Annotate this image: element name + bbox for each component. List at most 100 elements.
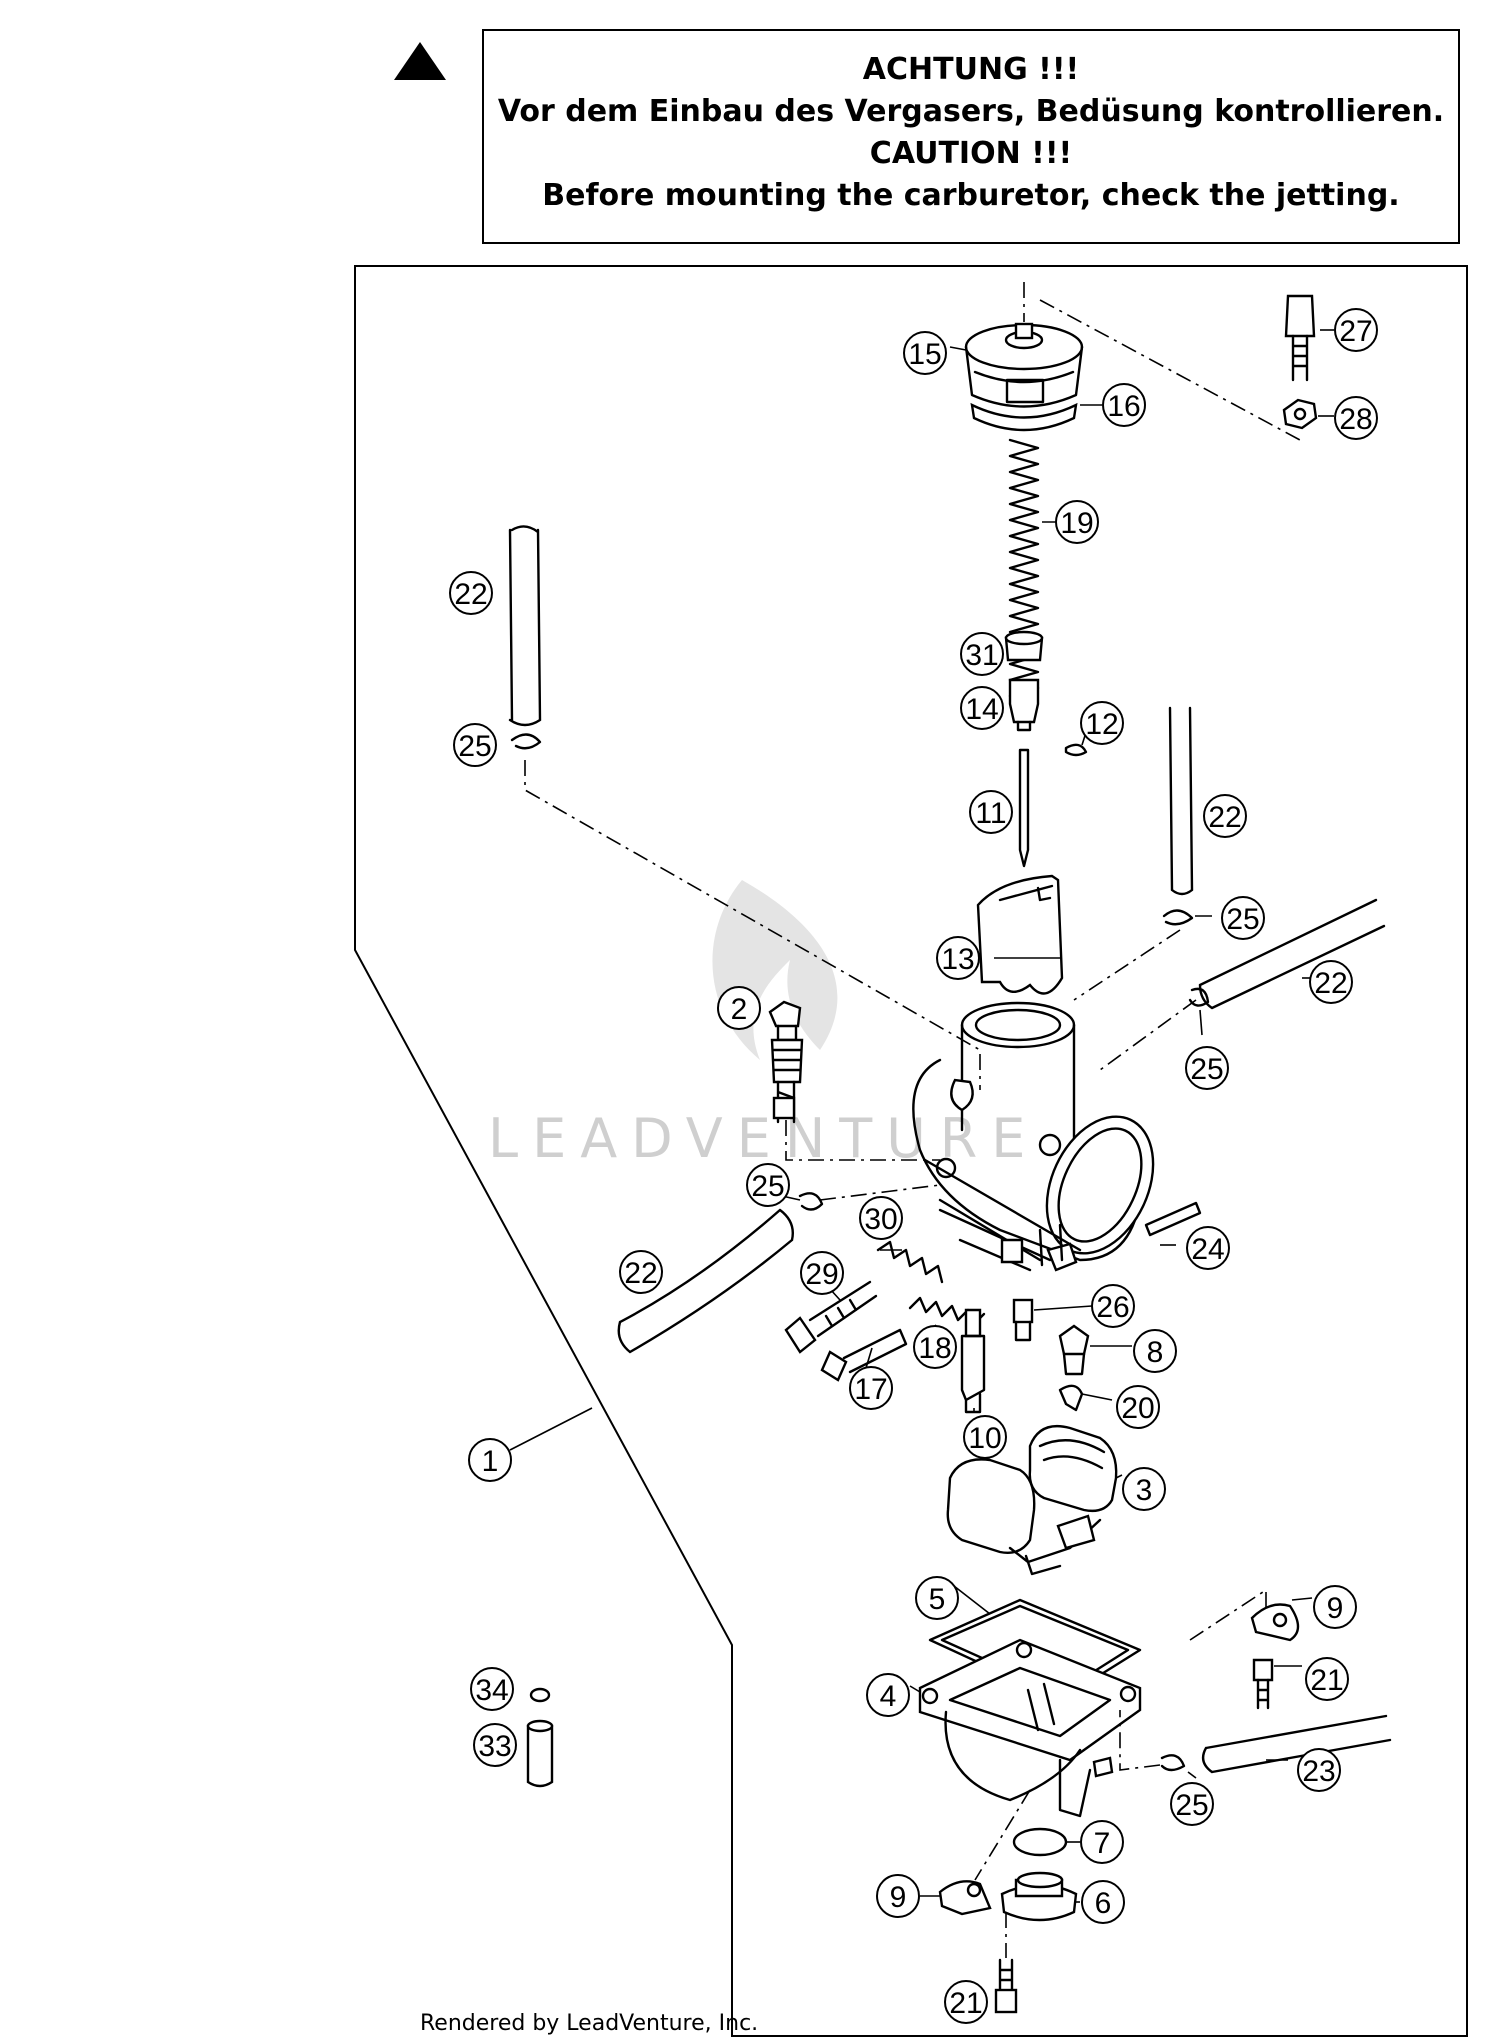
callout-c25a: 25 — [453, 723, 497, 767]
idle-spring — [876, 1240, 944, 1284]
choke-plunger — [768, 1000, 804, 1124]
throttle-stop-screw — [784, 1280, 878, 1354]
hose-clip-25d — [798, 1192, 824, 1211]
svg-text:22: 22 — [1314, 967, 1347, 1000]
svg-text:25: 25 — [1190, 1053, 1223, 1086]
callout-c10: 10 — [963, 1415, 1007, 1459]
throttle-slide — [976, 874, 1064, 995]
svg-text:15: 15 — [908, 338, 941, 371]
svg-text:24: 24 — [1191, 1233, 1224, 1266]
svg-text:31: 31 — [965, 639, 998, 672]
callout-c34: 34 — [470, 1667, 514, 1711]
choke-rod — [1144, 1201, 1202, 1237]
warning-triangle-icon — [394, 42, 446, 80]
callout-c9a: 9 — [1313, 1585, 1357, 1629]
carb-top-cap — [964, 322, 1084, 432]
callout-c11: 11 — [969, 790, 1013, 834]
callout-c13: 13 — [936, 936, 980, 980]
svg-text:23: 23 — [1302, 1755, 1335, 1788]
callout-c6: 6 — [1081, 1880, 1125, 1924]
callout-c25e: 25 — [1170, 1782, 1214, 1826]
svg-text:34: 34 — [475, 1674, 508, 1707]
callout-c25b: 25 — [1221, 896, 1265, 940]
svg-text:5: 5 — [929, 1583, 946, 1616]
warning-line-1: ACHTUNG !!! — [863, 52, 1079, 87]
callout-c2: 2 — [717, 986, 761, 1030]
callout-c21a: 21 — [1305, 1657, 1349, 1701]
svg-text:14: 14 — [965, 693, 998, 726]
callout-c12: 12 — [1080, 701, 1124, 745]
svg-text:8: 8 — [1147, 1336, 1164, 1369]
assembly-centerlines — [524, 282, 1301, 1958]
warning-line-4: Before mounting the carburetor, check th… — [542, 178, 1399, 213]
svg-text:25: 25 — [1226, 903, 1259, 936]
overflow-tube-left — [617, 1208, 794, 1354]
svg-text:10: 10 — [968, 1422, 1001, 1455]
vent-tube-right — [1168, 706, 1194, 896]
callout-c29: 29 — [800, 1251, 844, 1295]
callout-c30: 30 — [859, 1196, 903, 1240]
svg-text:6: 6 — [1095, 1887, 1112, 1920]
carburetor-body — [912, 1001, 1155, 1272]
warning-box: ACHTUNG !!! Vor dem Einbau des Vergasers… — [482, 29, 1460, 244]
svg-text:21: 21 — [1310, 1664, 1343, 1697]
callout-c19: 19 — [1055, 500, 1099, 544]
svg-text:3: 3 — [1136, 1474, 1153, 1507]
callout-c25c: 25 — [1185, 1046, 1229, 1090]
svg-text:21: 21 — [949, 1987, 982, 2020]
drain-plug — [1000, 1871, 1078, 1922]
overflow-tube-right — [1198, 898, 1386, 1010]
callout-c9b: 9 — [876, 1874, 920, 1918]
callout-c17: 17 — [849, 1366, 893, 1410]
svg-text:16: 16 — [1107, 390, 1140, 423]
hose-clip-25e — [1160, 1754, 1186, 1772]
svg-text:19: 19 — [1060, 507, 1093, 540]
callout-c7: 7 — [1080, 1820, 1124, 1864]
callout-c1: 1 — [468, 1438, 512, 1482]
callout-c22d: 22 — [619, 1250, 663, 1294]
callout-c15: 15 — [903, 331, 947, 375]
bracket-9-upper — [1250, 1603, 1300, 1710]
callout-c25d: 25 — [746, 1163, 790, 1207]
svg-text:2: 2 — [731, 993, 748, 1026]
svg-text:12: 12 — [1085, 708, 1118, 741]
pin-and-oring — [526, 1687, 554, 1788]
svg-text:9: 9 — [1327, 1592, 1344, 1625]
drain-tube — [1201, 1714, 1392, 1774]
assembly-outline — [354, 265, 1468, 2037]
svg-text:30: 30 — [864, 1203, 897, 1236]
svg-text:7: 7 — [1094, 1827, 1111, 1860]
svg-text:22: 22 — [454, 578, 487, 611]
callout-c26: 26 — [1091, 1284, 1135, 1328]
callout-c16: 16 — [1102, 383, 1146, 427]
callout-c8: 8 — [1133, 1329, 1177, 1373]
credit-text: Rendered by LeadVenture, Inc. — [420, 2011, 758, 2036]
callout-c4: 4 — [866, 1673, 910, 1717]
svg-text:26: 26 — [1096, 1291, 1129, 1324]
jet-clip — [1058, 1384, 1084, 1412]
float-bowl — [918, 1638, 1142, 1818]
callout-c18: 18 — [913, 1325, 957, 1369]
svg-text:33: 33 — [478, 1730, 511, 1763]
svg-text:22: 22 — [624, 1257, 657, 1290]
needle-jet — [960, 1308, 986, 1414]
svg-text:25: 25 — [458, 730, 491, 763]
callout-c14: 14 — [960, 686, 1004, 730]
svg-text:25: 25 — [1175, 1789, 1208, 1822]
svg-text:27: 27 — [1339, 315, 1372, 348]
float — [946, 1424, 1118, 1576]
svg-text:22: 22 — [1208, 801, 1241, 834]
svg-text:20: 20 — [1121, 1392, 1154, 1425]
hose-clip-25b — [1162, 909, 1194, 926]
callout-c22b: 22 — [1203, 794, 1247, 838]
callout-c23: 23 — [1297, 1748, 1341, 1792]
warning-line-2: Vor dem Einbau des Vergasers, Bedüsung k… — [498, 94, 1444, 129]
svg-text:1: 1 — [482, 1445, 499, 1478]
callout-c22a: 22 — [449, 571, 493, 615]
watermark-text: LEADVENTURE — [488, 1107, 1039, 1170]
callout-c5: 5 — [915, 1576, 959, 1620]
svg-text:17: 17 — [854, 1373, 887, 1406]
callout-c20: 20 — [1116, 1385, 1160, 1429]
svg-text:28: 28 — [1339, 403, 1372, 436]
